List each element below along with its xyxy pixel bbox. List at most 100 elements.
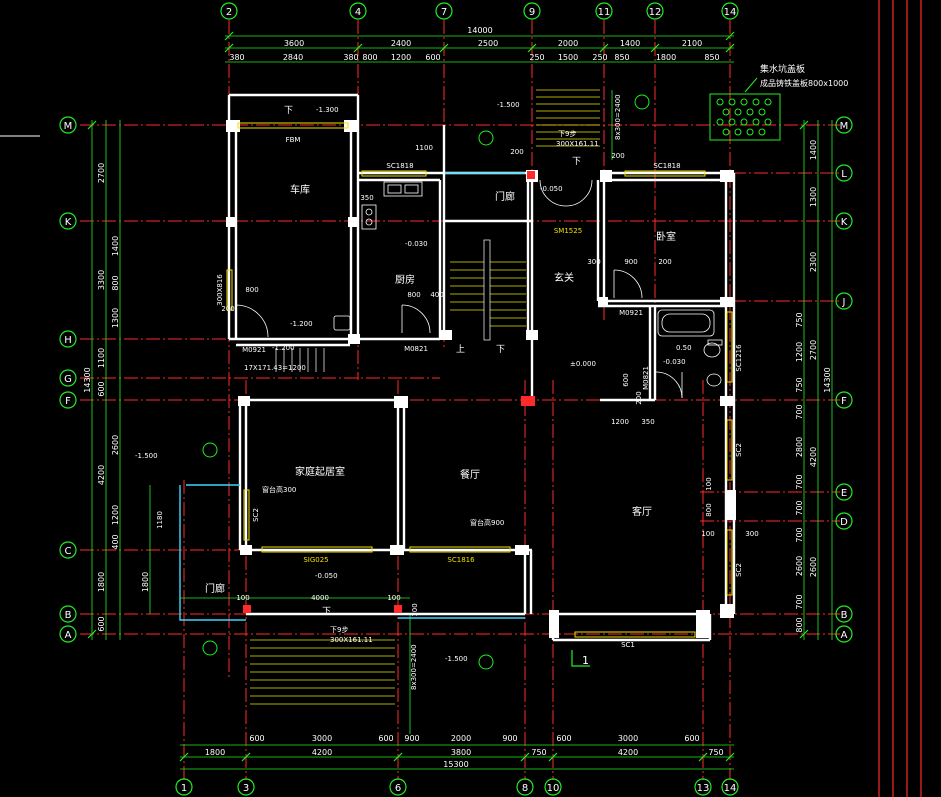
top-dimension-text: 14000 3600 2400 2500 2000 1400 2100 380 …: [229, 26, 719, 62]
dim-value: 800: [795, 617, 804, 632]
dim-value: 4200: [97, 465, 106, 485]
opening-label: SC1216: [735, 344, 743, 372]
room-foyer: 玄关: [554, 271, 574, 284]
stair-handrail: [483, 239, 491, 341]
dim-overall: 14300: [83, 367, 92, 392]
dim-value: 1300: [111, 308, 120, 328]
dim-value: 2800: [795, 437, 804, 457]
misc-dim: 350: [641, 418, 654, 426]
axis-label: 7: [441, 7, 447, 18]
dim-value: 1200: [795, 342, 804, 362]
room-family-living: 家庭起居室: [295, 465, 345, 478]
dim-value: 700: [795, 527, 804, 542]
axis-label: D: [840, 517, 848, 528]
dim-value: 800: [362, 53, 377, 62]
room-bedroom: 卧室: [656, 230, 676, 243]
dim-value: 2600: [809, 557, 818, 577]
axis-label: 14: [724, 783, 737, 794]
axis-label: B: [841, 610, 848, 621]
room-kitchen: 厨房: [395, 273, 415, 286]
dim-value: 2400: [391, 39, 411, 48]
opening-label: FBM: [286, 136, 301, 144]
dim-value: 1200: [111, 505, 120, 525]
misc-dim: 800: [245, 286, 258, 294]
axis-label: M: [840, 121, 849, 132]
axis-label: C: [65, 546, 72, 557]
dim-value: 4200: [618, 748, 638, 757]
room-living: 客厅: [632, 505, 652, 518]
notes: 下9步 300X161.11 下9步 300X161.11 17X171.43=…: [244, 94, 622, 690]
dim-value: 2100: [682, 39, 702, 48]
dim-value: 750: [795, 312, 804, 327]
axis-label: E: [841, 488, 847, 499]
left-axis-bubbles: [59, 116, 77, 643]
dim-value: 800: [111, 275, 120, 290]
misc-dim: 100: [705, 477, 713, 490]
dim-overall: 15300: [443, 760, 468, 769]
dim-value: 700: [795, 594, 804, 609]
walls: [227, 93, 736, 642]
bottom-axis-labels: 1 3 6 8 10 13 14: [181, 783, 737, 794]
opening-label: SIG025: [303, 556, 328, 564]
axis-label: K: [65, 217, 72, 228]
dim-value: 2600: [111, 435, 120, 455]
dim-value: 600: [378, 734, 393, 743]
dim-value: 750: [795, 377, 804, 392]
sump-label: 成品铸铁盖板800x1000: [760, 78, 848, 88]
note: 窗台高900: [470, 518, 504, 527]
axis-label: 3: [243, 783, 249, 794]
dim-value: 600: [97, 381, 106, 396]
dim-value: 1400: [111, 236, 120, 256]
left-axis-labels: M K H G F C B A: [64, 121, 73, 641]
axis-label: 9: [529, 7, 535, 18]
axis-label: 12: [649, 7, 662, 18]
axis-label: L: [841, 169, 847, 180]
note: 17X171.43=1200: [244, 364, 306, 372]
dim-value: 2700: [809, 340, 818, 360]
elevation: -0.050: [540, 185, 563, 193]
axis-label: 4: [355, 7, 361, 18]
misc-dim: 1200: [611, 418, 629, 426]
misc-dim: 4000: [311, 594, 329, 602]
misc-dim: 350: [360, 194, 373, 202]
misc-dimensions: 1100 200 200 350 800 900 200 800 400 600…: [156, 144, 759, 617]
sump-cover: [709, 77, 781, 141]
dim-value: 1400: [620, 39, 640, 48]
dim-value: 3600: [284, 39, 304, 48]
axis-label: F: [65, 396, 71, 407]
top-axis-labels: 2 4 7 9 11 12 14: [226, 7, 737, 18]
dim-value: 1500: [558, 53, 578, 62]
note: 300X161.11: [330, 636, 373, 644]
opening-label: SC1: [621, 641, 635, 649]
dim-value: 1400: [809, 140, 818, 160]
misc-dim: 100: [387, 594, 400, 602]
dim-value: 700: [795, 474, 804, 489]
elevation: -0.050: [315, 572, 338, 580]
bottom-axis-bubbles: [175, 778, 739, 796]
note: 下: [322, 607, 331, 617]
stair-entry-bottom: [250, 639, 395, 705]
right-axis-bubbles: [835, 116, 853, 643]
misc-dim: 100: [236, 594, 249, 602]
room-garage: 车库: [290, 183, 310, 196]
column-red: [527, 171, 535, 179]
dim-value: 3000: [312, 734, 332, 743]
dim-value: 1800: [97, 572, 106, 592]
dim-value: 1800: [205, 748, 225, 757]
misc-dim: 800: [705, 503, 713, 516]
opening-label: M0821: [642, 366, 650, 390]
axis-label: A: [65, 630, 72, 641]
axis-label: 10: [547, 783, 560, 794]
room-porch-top: 门廊: [495, 190, 515, 203]
note: 下: [496, 345, 505, 355]
right-dimension-text: 14300 1400 1300 2300 750 1200 750 700 28…: [795, 140, 832, 633]
axis-label: J: [842, 297, 846, 308]
misc-dim: 200: [611, 152, 624, 160]
dim-value: 600: [684, 734, 699, 743]
dim-value: 400: [111, 534, 120, 549]
note: 下: [284, 106, 293, 116]
right-axis-labels: M L K J F E D B A: [840, 121, 849, 641]
dim-value: 900: [502, 734, 517, 743]
dim-value: 600: [556, 734, 571, 743]
